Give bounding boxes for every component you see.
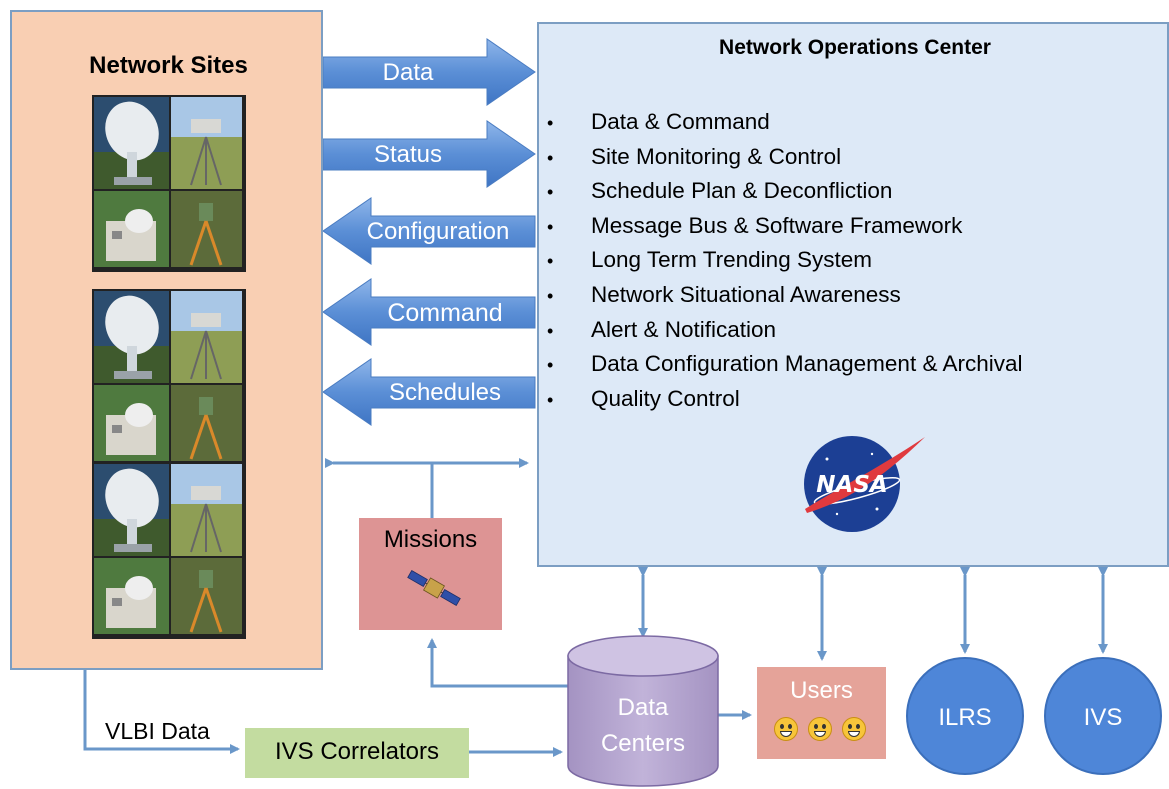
satellite-icon	[407, 570, 461, 606]
noc-list-item-text: Site Monitoring & Control	[591, 143, 842, 169]
gnss-tripod-photo	[171, 97, 242, 189]
bullet: •	[547, 389, 554, 410]
smiley-icon	[842, 717, 866, 741]
bullet: •	[547, 355, 554, 376]
site-photo-group-3	[92, 462, 246, 639]
bullet: •	[547, 251, 554, 272]
schedules-arrow	[322, 358, 536, 426]
bullet: •	[547, 285, 554, 306]
survey-instrument-photo	[171, 191, 242, 267]
ivs-correlators-box: IVS Correlators	[245, 728, 469, 778]
gnss-tripod-photo	[171, 464, 242, 556]
schedules-arrow-label: Schedules	[388, 379, 502, 406]
bullet: •	[547, 216, 554, 237]
configuration-arrow-label: Configuration	[366, 218, 510, 245]
missions-box: Missions	[359, 518, 502, 630]
data-centers-label-line2: Centers	[600, 730, 686, 757]
survey-instrument-photo	[171, 558, 242, 634]
noc-function-list: • Data & Command • Site Monitoring & Contr…	[547, 105, 1023, 416]
noc-list-item: • Alert & Notification	[547, 313, 1023, 348]
noc-list-item-text: Data & Command	[591, 109, 770, 134]
radio-telescope-photo	[94, 97, 169, 189]
noc-list-item: • Schedule Plan & Deconfliction	[547, 174, 1023, 209]
bullet: •	[547, 182, 554, 203]
bullet: •	[547, 320, 554, 341]
noc-list-item-text: Alert & Notification	[591, 316, 777, 342]
missions-label: Missions	[383, 526, 478, 553]
noc-list-item: • Data & Command	[547, 105, 1023, 140]
data-arrow	[322, 38, 536, 106]
network-sites-title: Network Sites	[89, 52, 248, 79]
site-photo-group-1	[92, 95, 246, 272]
data-arrow-label: Data	[382, 59, 434, 86]
users-label: Users	[790, 677, 853, 704]
noc-list-item: • Data Configuration Management & Archiva…	[547, 347, 1023, 382]
command-arrow-label: Command	[387, 299, 503, 327]
radio-telescope-photo	[94, 464, 169, 556]
data-centers-cylinder	[567, 635, 719, 787]
status-arrow	[322, 120, 536, 188]
network-operations-center-panel: Network Operations Center • Data & Comman…	[537, 22, 1169, 567]
noc-list-item-text: Quality Control	[591, 385, 740, 411]
ilrs-circle	[906, 657, 1024, 775]
noc-list-item: • Quality Control	[547, 382, 1023, 417]
smiley-icon	[774, 717, 798, 741]
survey-instrument-photo	[171, 385, 242, 461]
observatory-dome-photo	[94, 191, 169, 267]
noc-list-item: • Long Term Trending System	[547, 243, 1023, 278]
schedules-arrow-label-wrap: Schedules	[355, 377, 535, 409]
noc-list-item-text: Schedule Plan & Deconfliction	[591, 178, 893, 204]
users-box: Users	[757, 667, 886, 759]
configuration-arrow-label-wrap: Configuration	[353, 216, 523, 248]
bullet: •	[547, 147, 554, 168]
nasa-logo-text: NASA	[816, 472, 887, 498]
noc-title: Network Operations Center	[719, 36, 991, 59]
ilrs-label: ILRS	[938, 704, 992, 731]
noc-list-item-text: Network Situational Awareness	[591, 281, 901, 307]
noc-list-item: • Message Bus & Software Framework	[547, 209, 1023, 244]
configuration-arrow	[322, 197, 536, 265]
noc-list-item: • Network Situational Awareness	[547, 278, 1023, 313]
status-arrow-label-wrap: Status	[323, 139, 493, 171]
data-centers-label-line1: Data	[617, 694, 669, 721]
noc-list-item: • Site Monitoring & Control	[547, 140, 1023, 175]
status-arrow-label: Status	[373, 141, 443, 168]
command-arrow	[322, 278, 536, 346]
gnss-tripod-photo	[171, 291, 242, 383]
noc-list-item-text: Long Term Trending System	[591, 247, 872, 273]
nasa-logo-icon: NASA	[804, 436, 925, 532]
observatory-dome-photo	[94, 558, 169, 634]
noc-list-item-text: Data Configuration Management & Archival	[591, 351, 1023, 377]
bullet: •	[547, 113, 554, 133]
vlbi-data-label: VLBI Data	[105, 718, 210, 744]
ivs-circle	[1044, 657, 1162, 775]
noc-list-item-text: Message Bus & Software Framework	[591, 212, 963, 238]
radio-telescope-photo	[94, 291, 169, 383]
observatory-dome-photo	[94, 385, 169, 461]
data-centers-label: Data Centers	[568, 690, 718, 762]
data-arrow-label-wrap: Data	[323, 57, 493, 89]
smiley-icon	[808, 717, 832, 741]
site-photo-group-2	[92, 289, 246, 466]
ivs-label: IVS	[1083, 704, 1123, 731]
command-arrow-label-wrap: Command	[355, 297, 535, 329]
ivs-correlators-label: IVS Correlators	[274, 738, 440, 765]
